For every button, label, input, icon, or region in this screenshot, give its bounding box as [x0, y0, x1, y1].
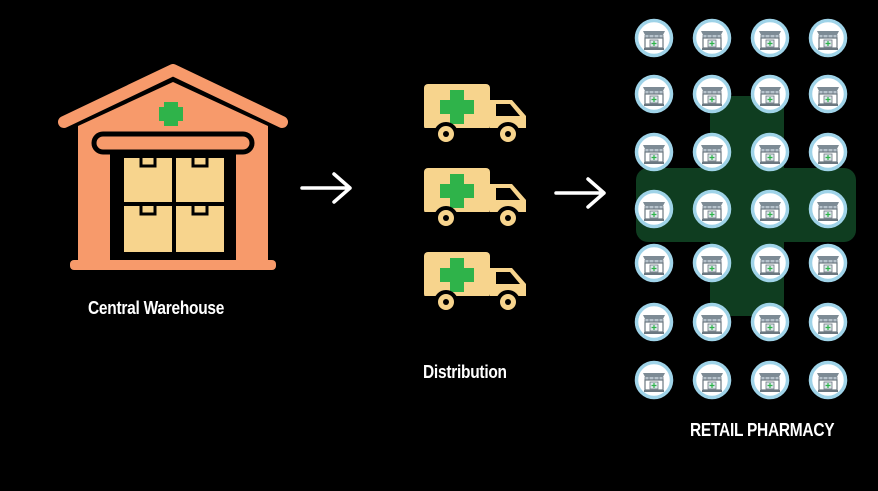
arrow-right-icon: [554, 177, 606, 209]
warehouse-icon: [58, 64, 288, 270]
pharmacy-store-icon: [808, 302, 848, 342]
pharmacy-store-icon: [634, 189, 674, 229]
pharmacy-store-icon: [750, 302, 790, 342]
arrow-right-icon: [300, 172, 352, 204]
pharmacy-store-icon: [750, 132, 790, 172]
pharmacy-store-icon: [750, 360, 790, 400]
pharmacy-store-icon: [808, 74, 848, 114]
pharmacy-store-icon: [808, 243, 848, 283]
pharmacy-store-icon: [692, 74, 732, 114]
pharmacy-store-icon: [692, 132, 732, 172]
pharmacy-store-icon: [634, 302, 674, 342]
pharmacy-store-icon: [808, 18, 848, 58]
retail-label: RETAIL PHARMACY: [690, 420, 835, 440]
pharmacy-store-icon: [634, 18, 674, 58]
pharmacy-store-icon: [634, 360, 674, 400]
pharmacy-store-icon: [808, 360, 848, 400]
pharmacy-store-icon: [750, 243, 790, 283]
pharmacy-store-icon: [808, 132, 848, 172]
pharmacy-store-icon: [692, 302, 732, 342]
pharmacy-store-icon: [750, 74, 790, 114]
distribution-label: Distribution: [423, 362, 507, 382]
pharmacy-store-icon: [692, 360, 732, 400]
pharmacy-store-icon: [692, 189, 732, 229]
pharmacy-store-icon: [808, 189, 848, 229]
pharmacy-store-icon: [750, 18, 790, 58]
warehouse-label: Central Warehouse: [88, 298, 225, 318]
pharmacy-store-icon: [634, 74, 674, 114]
pharmacy-store-icon: [692, 18, 732, 58]
pharmacy-store-icon: [634, 132, 674, 172]
pharmacy-store-icon: [634, 243, 674, 283]
pharmacy-store-icon: [750, 189, 790, 229]
pharmacy-store-icon: [692, 243, 732, 283]
